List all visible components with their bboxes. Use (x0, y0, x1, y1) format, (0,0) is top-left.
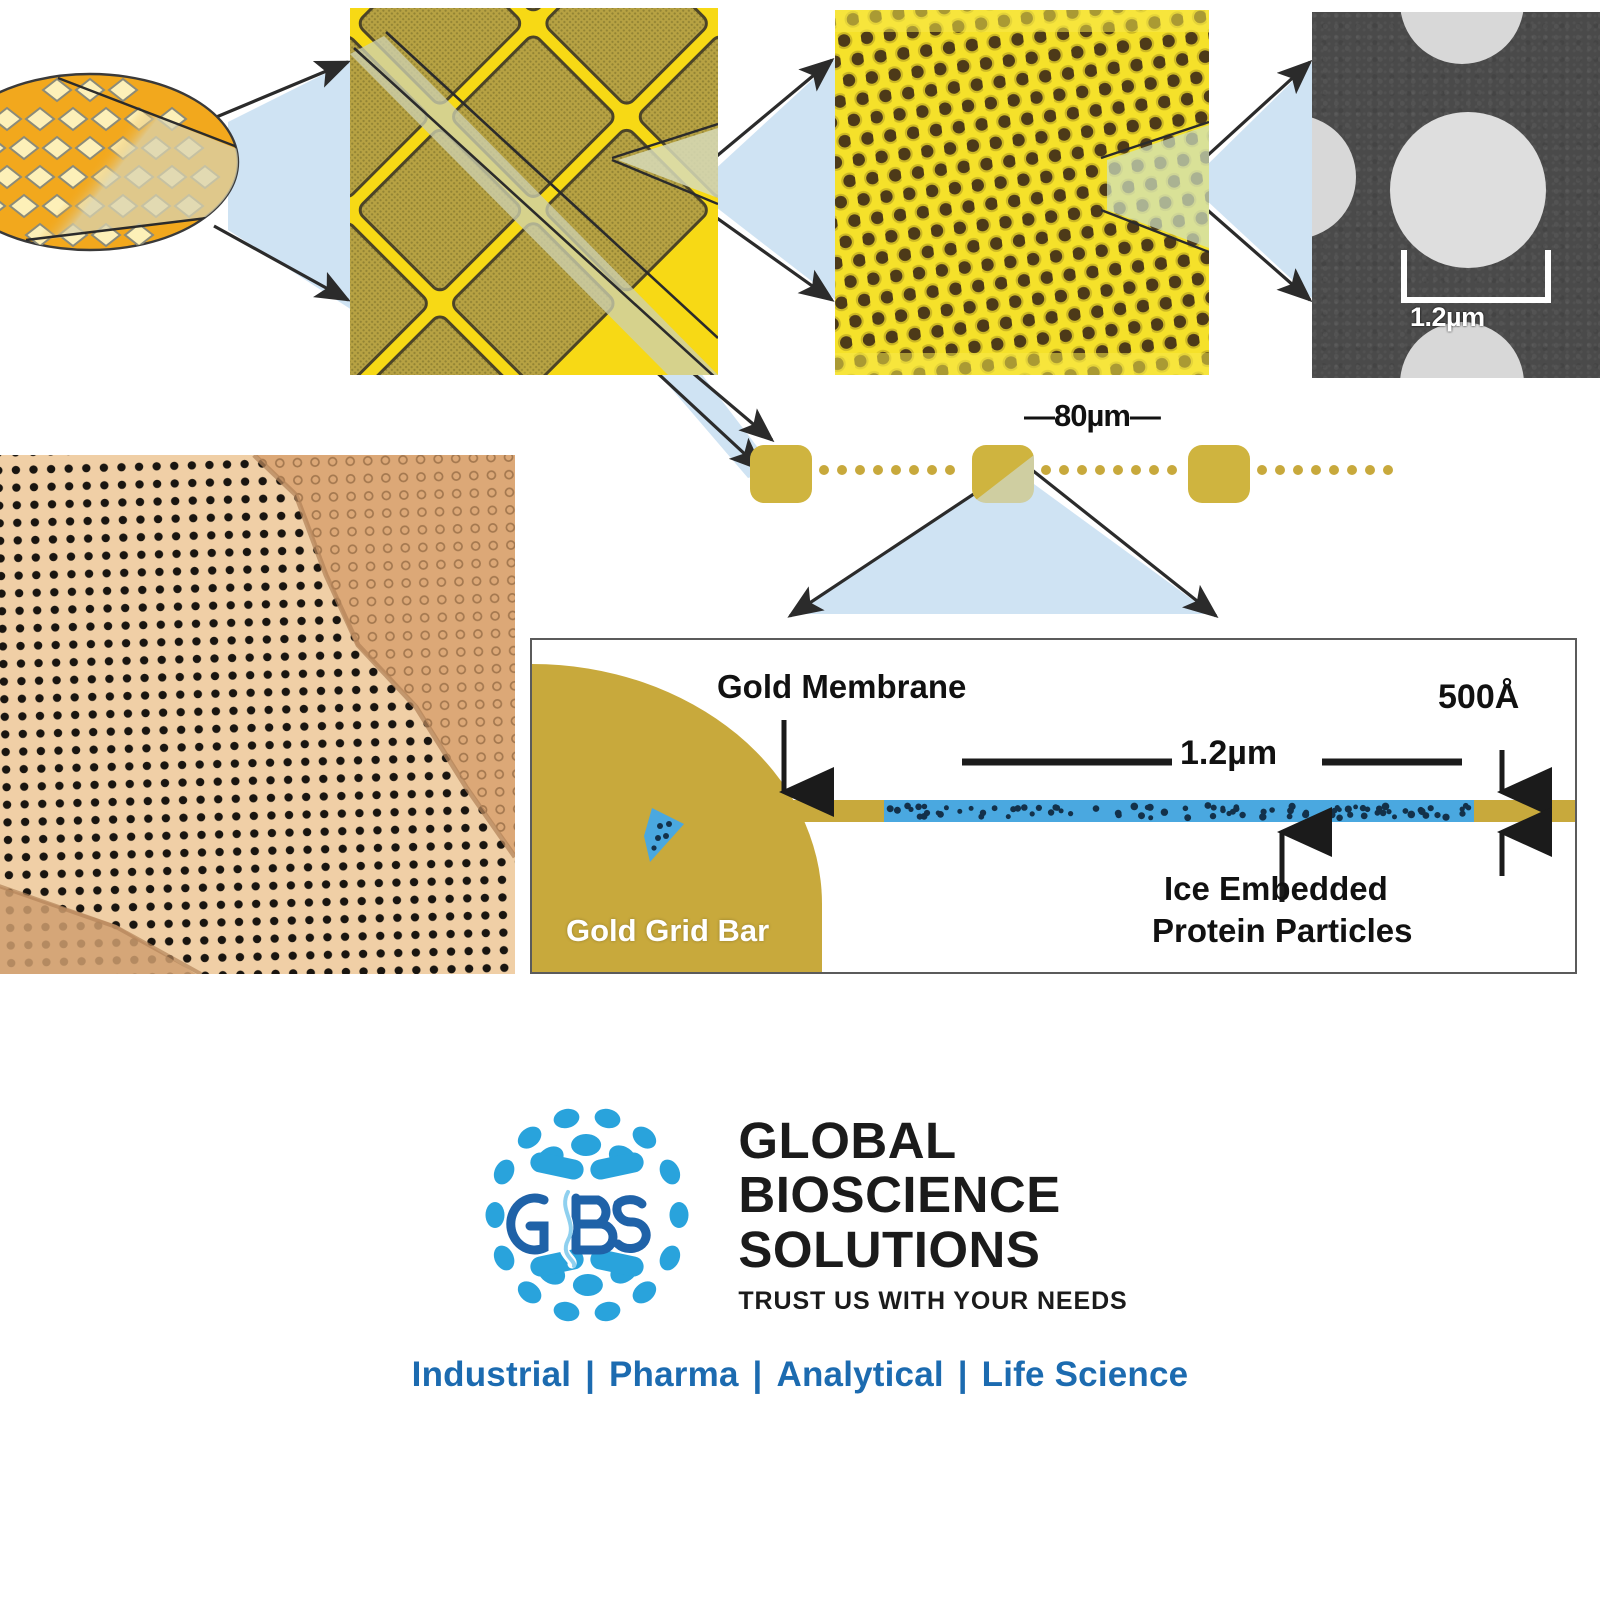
sem-micrograph-holes: 1.2µm (1312, 12, 1600, 378)
brand-text: GLOBAL BIOSCIENCE SOLUTIONS TRUST US WIT… (738, 1111, 1128, 1317)
brand-block: GLOBAL BIOSCIENCE SOLUTIONS TRUST US WIT… (0, 1085, 1600, 1345)
gold-grid-bar-label: Gold Grid Bar (566, 913, 770, 948)
sector-separator: | (947, 1355, 978, 1394)
brand-name-line3: SOLUTIONS (738, 1220, 1041, 1278)
sector-item: Pharma (609, 1355, 739, 1394)
brand-name-line1: GLOBAL (738, 1111, 957, 1169)
brand-tagline: TRUST US WITH YOUR NEEDS (738, 1287, 1128, 1316)
ice-particles-label-line2: Protein Particles (1152, 912, 1413, 949)
sector-item: Life Science (981, 1355, 1189, 1394)
brand-name-line2: BIOSCIENCE (738, 1166, 1061, 1224)
sector-list: Industrial | Pharma | Analytical | Life … (0, 1355, 1600, 1395)
optical-micrograph-grid-bars (350, 8, 718, 375)
grid-squares-row (740, 435, 1400, 505)
grid-square-3 (1188, 445, 1250, 503)
gbs-logo-mark (485, 1108, 689, 1321)
holey-gold-film-macro (835, 10, 1209, 375)
sem-scalebar-label: 1.2µm (1410, 302, 1485, 332)
grid-pitch-label: —80µm— (1024, 398, 1161, 433)
gold-membrane-label: Gold Membrane (717, 668, 967, 705)
hole-width-label: 1.2µm (1180, 734, 1278, 772)
sector-separator: | (742, 1355, 773, 1394)
sector-separator: | (575, 1355, 606, 1394)
membrane-thickness-label: 500Å (1438, 678, 1520, 716)
grid-square-1 (750, 445, 812, 503)
ice-particles-label-line1: Ice Embedded (1164, 870, 1388, 907)
sector-item: Analytical (776, 1355, 944, 1394)
holey-film-tem-micrograph (0, 455, 515, 974)
gold-wafer-overview (0, 72, 240, 252)
sector-item: Industrial (411, 1355, 572, 1394)
grid-cross-section-diagram: Gold Membrane Gold Grid Bar 1.2µm 500Å I… (530, 638, 1577, 974)
